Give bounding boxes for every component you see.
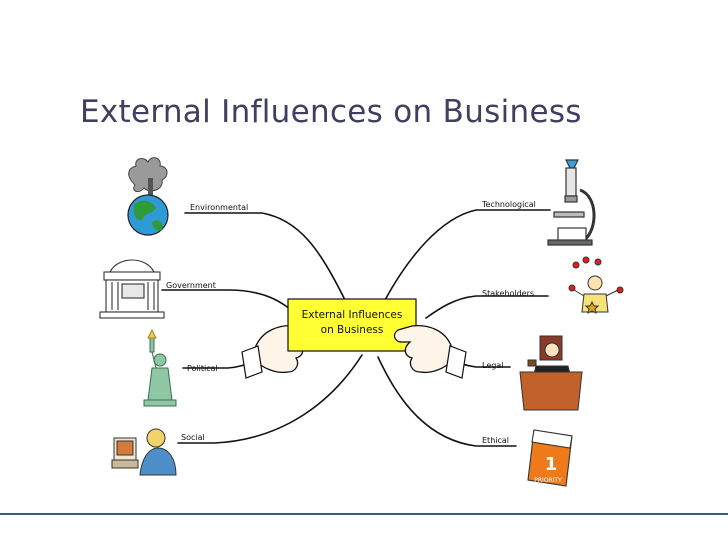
polluted-globe-icon — [127, 157, 169, 236]
branch-line-technological — [384, 209, 551, 301]
label-environmental: Environmental — [190, 203, 248, 212]
center-card-line2: on Business — [321, 324, 384, 336]
footer-rule — [0, 513, 728, 515]
priority-calendar-icon: 1 PRIORITY — [527, 429, 573, 487]
priority-label: PRIORITY — [534, 477, 562, 484]
branch-line-social — [177, 354, 363, 444]
juggler-icon — [568, 256, 624, 314]
label-legal: Legal — [482, 361, 503, 370]
center-card-line1: External Influences — [302, 309, 403, 321]
microscope-icon — [547, 159, 596, 246]
judge-icon — [519, 335, 583, 411]
label-technological: Technological — [481, 200, 536, 209]
priority-number: 1 — [545, 454, 558, 475]
slide-title: External Influences on Business — [80, 94, 582, 130]
label-ethical: Ethical — [482, 436, 509, 445]
statue-of-liberty-icon — [143, 328, 177, 407]
right-hand-icon — [393, 324, 453, 374]
branch-line-stakeholders — [425, 295, 549, 319]
label-social: Social — [181, 433, 205, 442]
branch-line-environmental — [184, 212, 346, 301]
label-stakeholders: Stakeholders — [482, 289, 534, 298]
label-political: Political — [187, 364, 218, 373]
branch-line-government — [161, 289, 301, 319]
label-government: Government — [166, 281, 216, 290]
branch-line-ethical — [377, 356, 517, 447]
center-card — [287, 298, 417, 352]
people-at-computer-icon — [111, 428, 177, 476]
branch-labels: Environmental Government Political Socia… — [166, 200, 536, 445]
government-building-icon — [99, 259, 165, 319]
center-card-group: External Influences on Business — [241, 298, 467, 379]
